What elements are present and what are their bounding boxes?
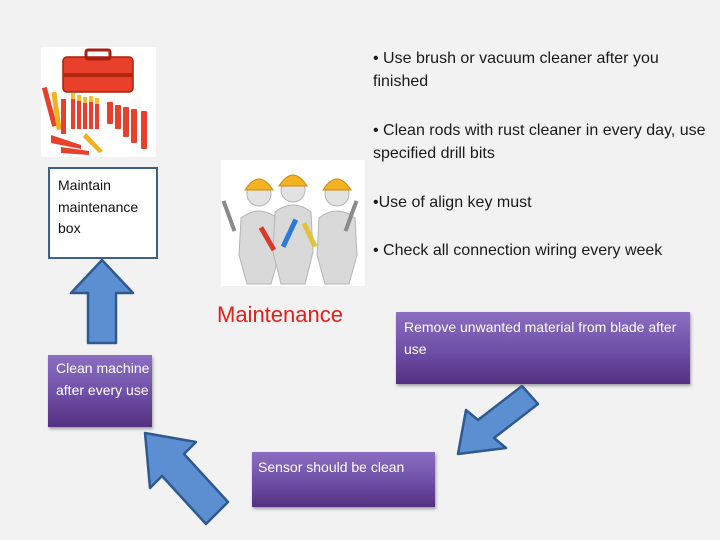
arrow-diagonal-down-left-icon: [452, 380, 544, 460]
sensor-label: Sensor should be clean: [258, 459, 405, 475]
maintain-box: Maintain maintenance box: [48, 167, 158, 259]
arrow-up-icon: [67, 257, 137, 345]
maintenance-title: Maintenance: [217, 302, 343, 327]
arrow-diagonal-up-left-icon: [140, 428, 235, 533]
sensor-box: Sensor should be clean: [252, 452, 435, 507]
bullet-brush-vacuum: • Use brush or vacuum cleaner after you …: [373, 50, 659, 91]
bullet-align-key: •Use of align key must: [373, 194, 532, 211]
bullet-connection-wiring: • Check all connection wiring every week: [373, 242, 663, 259]
workers-image: [221, 160, 365, 286]
clean-machine-label: Clean machine after every use: [56, 360, 150, 398]
toolbox-image: [41, 47, 156, 157]
remove-material-box: Remove unwanted material from blade afte…: [396, 312, 690, 384]
remove-material-label: Remove unwanted material from blade afte…: [404, 319, 677, 357]
clean-machine-box: Clean machine after every use: [48, 355, 152, 427]
maintain-box-label: Maintain maintenance box: [58, 177, 139, 237]
bullet-clean-rods: • Clean rods with rust cleaner in every …: [373, 122, 706, 163]
